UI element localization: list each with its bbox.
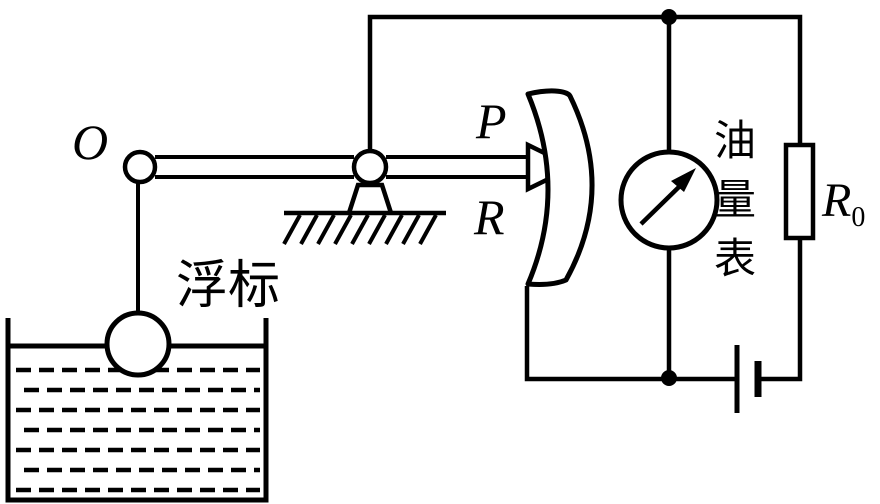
fixed-resistor-r0 (783, 142, 816, 241)
float-ball (104, 310, 172, 378)
fulcrum-pin (351, 148, 389, 186)
ground-hatching (282, 214, 438, 245)
junction-top (661, 9, 677, 25)
ground-hatch-line (401, 214, 421, 245)
ground-hatch-line (350, 214, 370, 245)
ground-hatch-line (299, 214, 319, 245)
junction-bottom (661, 370, 677, 386)
ground-hatch-line (418, 214, 438, 245)
meter-label-char-3: 表 (714, 234, 756, 283)
fixed-resistor-letter: R (821, 174, 851, 227)
ground-hatch-line (282, 214, 302, 245)
fulcrum-support (346, 182, 394, 214)
fuel-gauge-meter (618, 149, 720, 251)
ground-hatch-line (316, 214, 336, 245)
lever-arm (155, 155, 530, 179)
slider-label: P (475, 93, 507, 149)
curved-resistor (525, 88, 595, 287)
meter-label-char-1: 油 (714, 116, 756, 165)
fixed-resistor-label: R0 (821, 174, 865, 233)
fixed-resistor-subscript: 0 (851, 202, 865, 233)
pivot-o (122, 149, 158, 185)
ground-hatch-line (367, 214, 387, 245)
ground-hatch-line (384, 214, 404, 245)
meter-label-char-2: 量 (714, 175, 756, 224)
pivot-label: O (72, 114, 108, 170)
liquid-dashes (16, 367, 260, 493)
resistor-label: R (473, 189, 505, 245)
battery (734, 345, 762, 413)
fuel-tank (5, 318, 269, 503)
float-label: 浮标 (176, 256, 280, 316)
ground-hatch-line (333, 214, 353, 245)
